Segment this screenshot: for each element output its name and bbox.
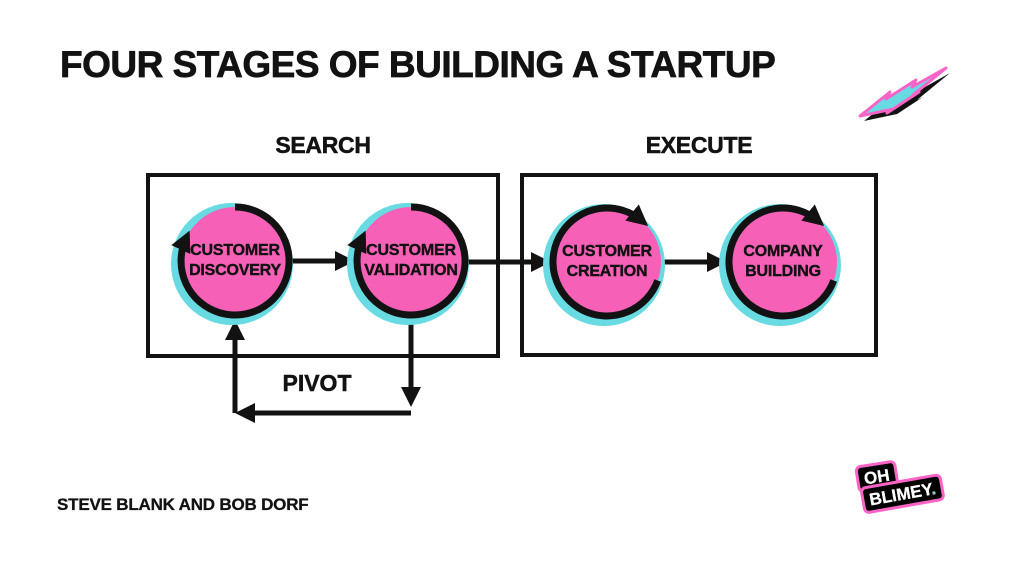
stage-label-line1: COMPANY <box>743 243 823 260</box>
pivot-loop-arrows <box>225 315 421 423</box>
search-group-box <box>146 173 500 358</box>
stage-label-line1: CUSTOMER <box>562 243 652 260</box>
stage-node-customer-creation <box>543 204 665 326</box>
pivot-label: PIVOT <box>282 370 352 397</box>
execute-group-label: EXECUTE <box>645 132 753 159</box>
search-group-label: SEARCH <box>275 132 371 159</box>
cycle-arrow-icon <box>549 204 661 320</box>
cycle-arrow-icon <box>725 204 837 320</box>
stage-disc <box>181 207 289 315</box>
stage-disc <box>553 208 661 316</box>
page-title: FOUR STAGES OF BUILDING A STARTUP <box>60 44 776 86</box>
lightning-bolt-icon <box>858 66 950 121</box>
stage-node-company-building <box>719 204 841 326</box>
stage-label-company-building: COMPANY BUILDING <box>717 242 849 281</box>
stage-label-line2: BUILDING <box>745 262 821 280</box>
cycle-arrow-icon <box>347 203 469 319</box>
stage-disc <box>357 207 465 315</box>
stage-disc <box>729 208 837 316</box>
stage-label-customer-validation: CUSTOMER VALIDATION <box>345 241 477 280</box>
lightning-bolt-body <box>858 66 948 118</box>
stage-label-line2: VALIDATION <box>364 261 458 279</box>
attribution-text: STEVE BLANK AND BOB DORF <box>57 495 309 514</box>
stage-label-line1: CUSTOMER <box>366 242 456 259</box>
stage-label-line1: CUSTOMER <box>190 242 280 259</box>
stage-node-customer-discovery <box>171 203 293 325</box>
execute-group-box <box>520 173 878 357</box>
cycle-arrow-icon <box>171 203 293 319</box>
stage-label-customer-discovery: CUSTOMER DISCOVERY <box>169 241 301 280</box>
stage-node-customer-validation <box>347 203 469 325</box>
stage-label-line2: CREATION <box>566 262 648 280</box>
stage-label-customer-creation: CUSTOMER CREATION <box>541 242 673 281</box>
stage-label-line2: DISCOVERY <box>189 261 281 279</box>
